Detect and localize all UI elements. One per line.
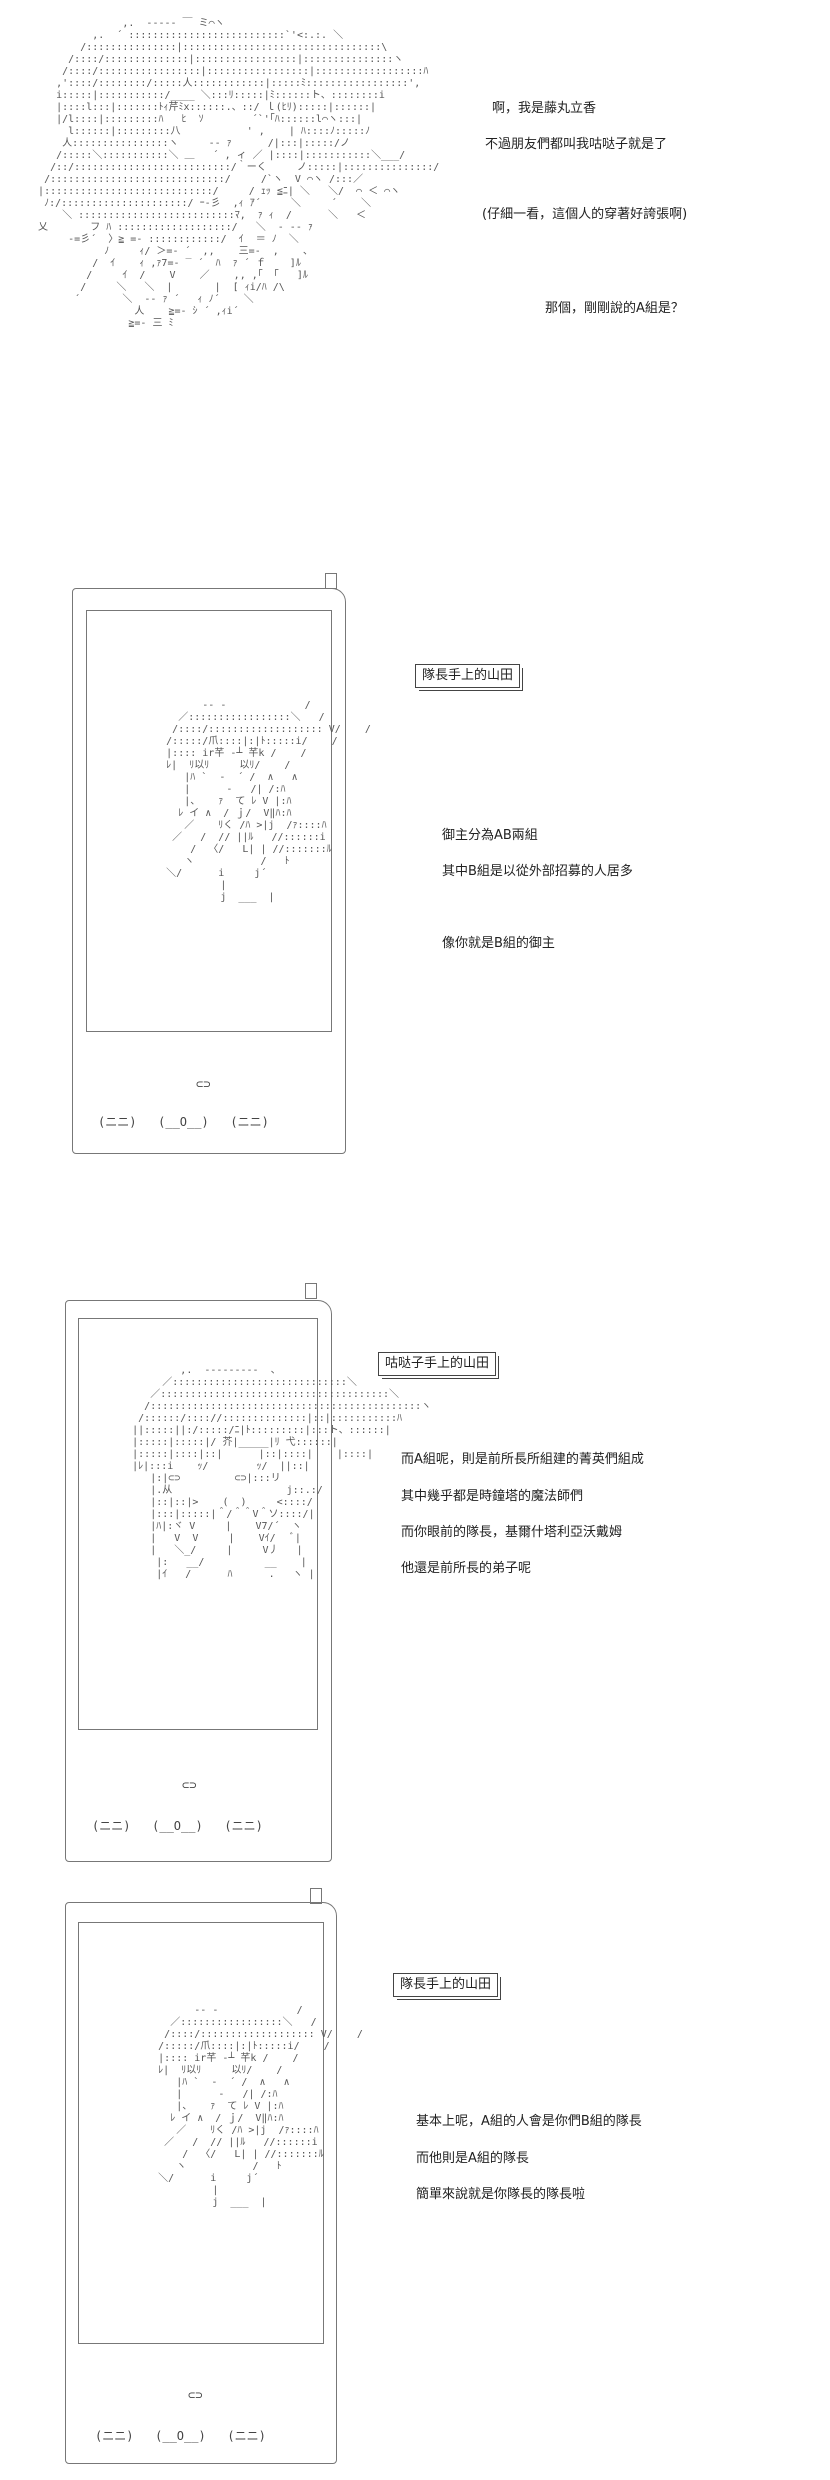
- flip-phone: [72, 588, 346, 1154]
- phone-key-top: ⊂⊃: [182, 1778, 197, 1792]
- dialogue-line: 其中B組是以從外部招募的人居多: [442, 864, 633, 879]
- speaker-caption: 咕哒子手上的山田: [378, 1352, 500, 1379]
- panel-4: -‐ ‐ / ／:::::::::::::::::＼ / /::::/:::::…: [0, 1880, 830, 2480]
- dialogue-line: 而A組呢，則是前所長所組建的菁英們組成: [401, 1452, 644, 1467]
- panel-2: -‐ ‐ / ／:::::::::::::::::＼ / /::::/:::::…: [0, 560, 830, 1190]
- phone-antenna: [310, 1888, 322, 1904]
- panel-1: ,. ----‐ ￣ ミ⌒ヽ ,. ´ ::::::::::::::::::::…: [0, 0, 830, 520]
- dialogue-line: (仔細一看，這個人的穿著好誇張啊): [482, 207, 688, 222]
- flip-phone: [65, 1300, 332, 1862]
- phone-antenna: [305, 1283, 317, 1299]
- dialogue-line: 他還是前所長的弟子呢: [401, 1561, 532, 1576]
- dialogue-line: 基本上呢，A組的人會是你們B組的隊長: [416, 2114, 642, 2129]
- dialogue-line: 御主分為AB兩組: [442, 828, 538, 843]
- panel-3: ,. --------- 、 ／::::::::::::::::::::::::…: [0, 1270, 830, 1870]
- ascii-art-figure-3: ,. --------- 、 ／::::::::::::::::::::::::…: [132, 1365, 432, 1580]
- dialogue-line: 簡單來說就是你隊長的隊長啦: [416, 2187, 586, 2202]
- flip-phone: [65, 1902, 337, 2464]
- ascii-art-figure-4: -‐ ‐ / ／:::::::::::::::::＼ / /::::/:::::…: [158, 2005, 363, 2208]
- phone-antenna: [325, 573, 337, 589]
- dialogue-line: 其中幾乎都是時鐘塔的魔法師們: [401, 1489, 584, 1504]
- dialogue-line: 而他則是A組的隊長: [416, 2151, 529, 2166]
- phone-screen: [78, 1922, 324, 2344]
- speaker-caption: 隊長手上的山田: [393, 1973, 502, 2000]
- ascii-art-figure-1: ,. ----‐ ￣ ミ⌒ヽ ,. ´ ::::::::::::::::::::…: [38, 18, 440, 329]
- phone-key-top: ⊂⊃: [196, 1077, 211, 1091]
- dialogue-line: 像你就是B組的御主: [442, 936, 555, 951]
- ascii-art-figure-2: -‐ ‐ / ／:::::::::::::::::＼ / /::::/:::::…: [166, 700, 371, 903]
- phone-keypad-row: (ニニ) (__O__) (ニニ): [98, 1115, 269, 1129]
- dialogue-line: 不過朋友們都叫我咕哒子就是了: [485, 137, 668, 152]
- dialogue-line: 而你眼前的隊長，基爾什塔利亞沃戴姆: [401, 1525, 623, 1540]
- phone-screen: [78, 1318, 318, 1730]
- phone-keypad-row: (ニニ) (__O__) (ニニ): [92, 1819, 263, 1833]
- dialogue-line: 那個，剛剛說的A組是？: [545, 301, 684, 316]
- phone-keypad-row: (ニニ) (__O__) (ニニ): [95, 2429, 266, 2443]
- phone-key-top: ⊂⊃: [188, 2388, 203, 2402]
- dialogue-line: 啊，我是藤丸立香: [492, 101, 597, 116]
- speaker-caption: 隊長手上的山田: [415, 664, 524, 691]
- phone-screen: [86, 610, 332, 1032]
